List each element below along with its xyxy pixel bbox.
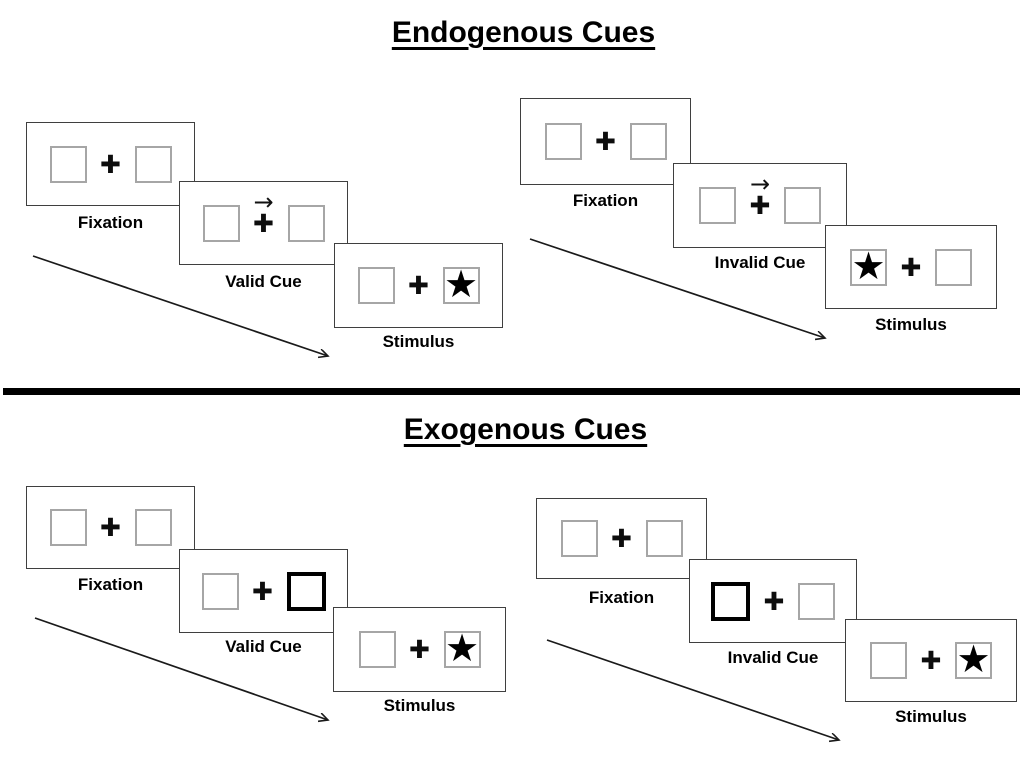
fixation-cross-icon: ✚ bbox=[900, 252, 922, 282]
screen-fixation: ✚ bbox=[26, 122, 195, 206]
left-box-with-target: ★ bbox=[850, 243, 887, 288]
fixation-cross-icon: ✚ bbox=[763, 586, 785, 616]
section-divider bbox=[3, 388, 1020, 395]
star-stimulus-icon: ★ bbox=[443, 262, 479, 306]
right-box-with-target: ★ bbox=[955, 637, 992, 681]
fixation-cross-icon: ✚ bbox=[595, 127, 616, 156]
cue-arrow-right-icon: → bbox=[749, 170, 771, 198]
right-placeholder-box bbox=[784, 187, 821, 224]
panel-label-fixation: Fixation bbox=[588, 588, 655, 607]
fixation-cross-icon: ✚ bbox=[611, 524, 632, 553]
panel-label-fixation: Fixation bbox=[77, 575, 144, 594]
right-box-with-target: ★ bbox=[442, 262, 480, 306]
left-placeholder-box bbox=[544, 123, 582, 160]
panel-label-stimulus: Stimulus bbox=[382, 332, 455, 351]
panel-label-stimulus: Stimulus bbox=[895, 707, 967, 726]
panel-label-fixation: Fixation bbox=[77, 213, 144, 232]
left-placeholder-box bbox=[201, 572, 239, 610]
fixation-cross-icon: ✚ bbox=[100, 149, 121, 179]
star-stimulus-icon: ★ bbox=[851, 243, 886, 288]
screen-invalid-cue: ✚ bbox=[689, 559, 857, 643]
fixation-cross-icon: ✚ bbox=[408, 271, 429, 300]
section-title-exogenous: Exogenous Cues bbox=[403, 413, 648, 446]
screen-stimulus: ✚ ★ bbox=[845, 619, 1017, 702]
right-placeholder-box bbox=[134, 145, 172, 183]
section-title-endogenous: Endogenous Cues bbox=[391, 16, 656, 49]
screen-fixation: ✚ bbox=[26, 486, 195, 569]
cue-arrow-right-icon: → bbox=[253, 187, 274, 216]
fixation-cross-icon: → ✚ bbox=[749, 170, 771, 220]
right-placeholder-box bbox=[798, 582, 835, 620]
panel-label-stimulus: Stimulus bbox=[875, 315, 947, 334]
screen-invalid-cue: → ✚ bbox=[673, 163, 847, 248]
fixation-cross-icon: ✚ bbox=[409, 635, 430, 664]
right-box-with-target: ★ bbox=[443, 626, 481, 670]
right-placeholder-box bbox=[134, 509, 172, 546]
screen-valid-cue: ✚ bbox=[179, 549, 348, 633]
screen-stimulus: ★ ✚ bbox=[825, 225, 997, 309]
right-placeholder-box bbox=[935, 248, 972, 286]
screen-valid-cue: → ✚ bbox=[179, 181, 348, 265]
star-stimulus-icon: ★ bbox=[444, 626, 480, 670]
fixation-cross-icon: → ✚ bbox=[253, 187, 274, 238]
timeline-arrow-endogenous-valid bbox=[32, 255, 328, 356]
left-highlighted-cue-box bbox=[711, 581, 750, 621]
screen-stimulus: ✚ ★ bbox=[333, 607, 506, 692]
right-highlighted-cue-box bbox=[286, 571, 326, 611]
right-placeholder-box bbox=[645, 520, 683, 557]
left-placeholder-box bbox=[49, 145, 87, 183]
star-stimulus-icon: ★ bbox=[956, 637, 991, 681]
fixation-cross-icon: ✚ bbox=[100, 513, 121, 542]
left-placeholder-box bbox=[699, 187, 736, 224]
fixation-cross-icon: ✚ bbox=[920, 646, 942, 675]
right-placeholder-box bbox=[629, 123, 667, 160]
panel-label-invalid-cue: Invalid Cue bbox=[714, 253, 806, 272]
panel-label-valid-cue: Valid Cue bbox=[225, 272, 302, 291]
left-placeholder-box bbox=[358, 631, 396, 668]
timeline-arrow-exogenous-valid bbox=[34, 617, 328, 720]
panel-label-invalid-cue: Invalid Cue bbox=[727, 648, 819, 667]
panel-label-fixation: Fixation bbox=[572, 191, 639, 210]
left-placeholder-box bbox=[49, 509, 87, 546]
fixation-cross-icon: ✚ bbox=[252, 576, 273, 606]
screen-stimulus: ✚ ★ bbox=[334, 243, 503, 328]
left-placeholder-box bbox=[202, 204, 240, 242]
screen-fixation: ✚ bbox=[520, 98, 691, 185]
left-placeholder-box bbox=[357, 267, 395, 304]
right-placeholder-box bbox=[287, 204, 325, 242]
panel-label-stimulus: Stimulus bbox=[383, 696, 456, 715]
panel-label-valid-cue: Valid Cue bbox=[225, 637, 302, 656]
screen-fixation: ✚ bbox=[536, 498, 707, 579]
left-placeholder-box bbox=[870, 642, 907, 679]
left-placeholder-box bbox=[560, 520, 598, 557]
